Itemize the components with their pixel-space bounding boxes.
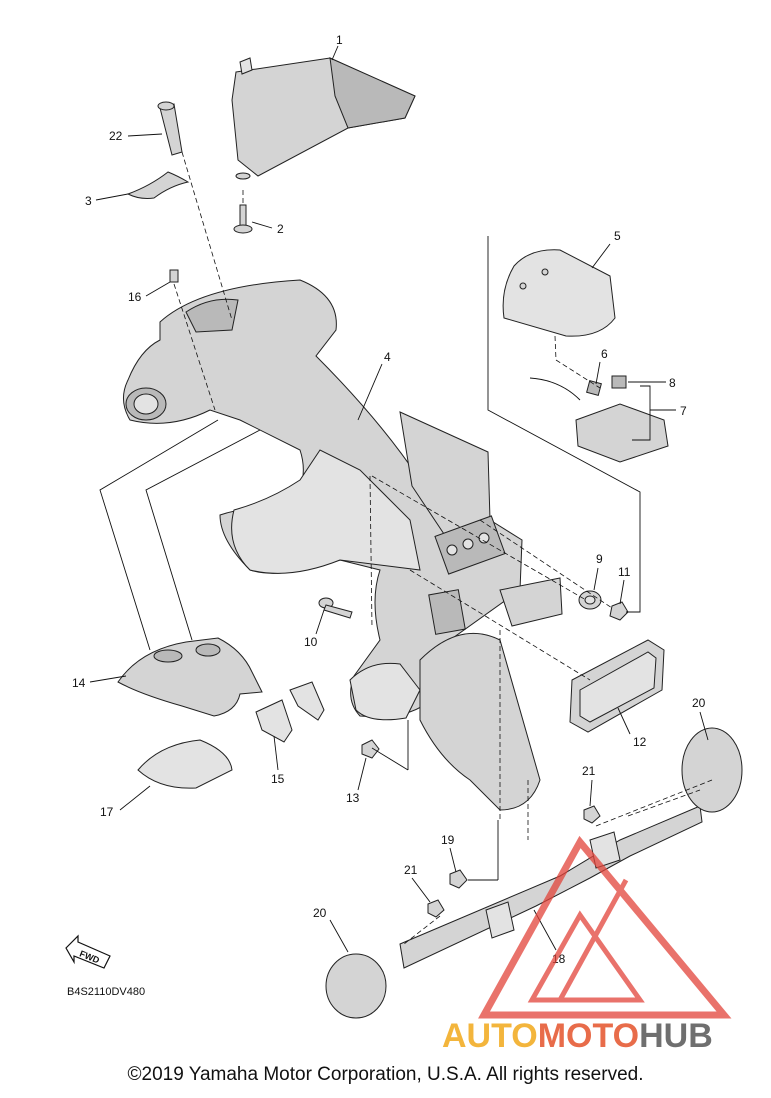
part-12-reflector: [569, 639, 665, 733]
reference-lines: [173, 151, 713, 945]
callout-4: 4: [384, 350, 391, 364]
part-22-bolt: [157, 101, 183, 156]
watermark-moto: MOTO: [538, 1017, 639, 1055]
callout-7: 7: [680, 404, 687, 418]
callout-5: 5: [614, 229, 621, 243]
part-14-cover: [117, 637, 263, 717]
callout-19: 19: [441, 833, 455, 847]
part-3-bracket: [126, 171, 190, 199]
callout-20-right: 20: [692, 696, 706, 710]
part-10-bolt: [318, 597, 353, 619]
callout-17: 17: [100, 805, 114, 819]
callout-13: 13: [346, 791, 360, 805]
part-1-panel: [231, 57, 416, 177]
part-19-nut: [449, 869, 468, 889]
callout-11: 11: [618, 565, 631, 579]
watermark-text: AUTOMOTOHUB: [442, 1017, 713, 1055]
callout-8: 8: [669, 376, 676, 390]
part-21-nut-upper: [583, 805, 601, 824]
watermark-logo: [478, 835, 732, 1019]
part-20-reflector-left: [325, 953, 387, 1019]
part-4-tail-frame: [123, 279, 563, 811]
diagram-code: B4S2110DV480: [67, 986, 145, 998]
part-15-plates: [255, 681, 325, 743]
watermark-auto: AUTO: [442, 1017, 538, 1055]
callout-15: 15: [271, 772, 285, 786]
part-2-fastener: [233, 172, 253, 234]
part-17-cover: [137, 739, 233, 789]
callout-14: 14: [72, 676, 86, 690]
callout-16: 16: [128, 290, 142, 304]
callout-labels: 1 2 3 4 5 6 7 8 9 10 11 12 13 14 15 16 1…: [72, 33, 706, 966]
svg-text:AUTOMOTOHUB: AUTOMOTOHUB: [442, 1017, 713, 1055]
part-18-bracket: [399, 805, 703, 969]
part-20-reflector-right: [681, 727, 743, 813]
callout-21-upper: 21: [582, 764, 596, 778]
part-21-nut-lower: [427, 899, 445, 918]
callout-12: 12: [633, 735, 647, 749]
part-9-grommet: [578, 590, 602, 610]
callout-10: 10: [304, 635, 318, 649]
callout-21-lower: 21: [404, 863, 418, 877]
callout-22: 22: [109, 129, 123, 143]
callout-2: 2: [277, 222, 284, 236]
callout-1: 1: [336, 33, 343, 47]
callout-6: 6: [601, 347, 608, 361]
callout-3: 3: [85, 194, 92, 208]
part-16-clip: [169, 269, 179, 283]
watermark-hub: HUB: [639, 1017, 713, 1055]
copyright-notice: ©2019 Yamaha Motor Corporation, U.S.A. A…: [127, 1064, 644, 1085]
leader-lines: [89, 45, 709, 953]
fwd-arrow: FWD: [65, 934, 111, 969]
callout-9: 9: [596, 552, 603, 566]
part-13-nut: [361, 739, 380, 759]
part-7-light-assembly: [529, 375, 669, 463]
part-5-cover: [502, 249, 616, 337]
callout-20-left: 20: [313, 906, 327, 920]
part-11-nut: [609, 601, 629, 621]
